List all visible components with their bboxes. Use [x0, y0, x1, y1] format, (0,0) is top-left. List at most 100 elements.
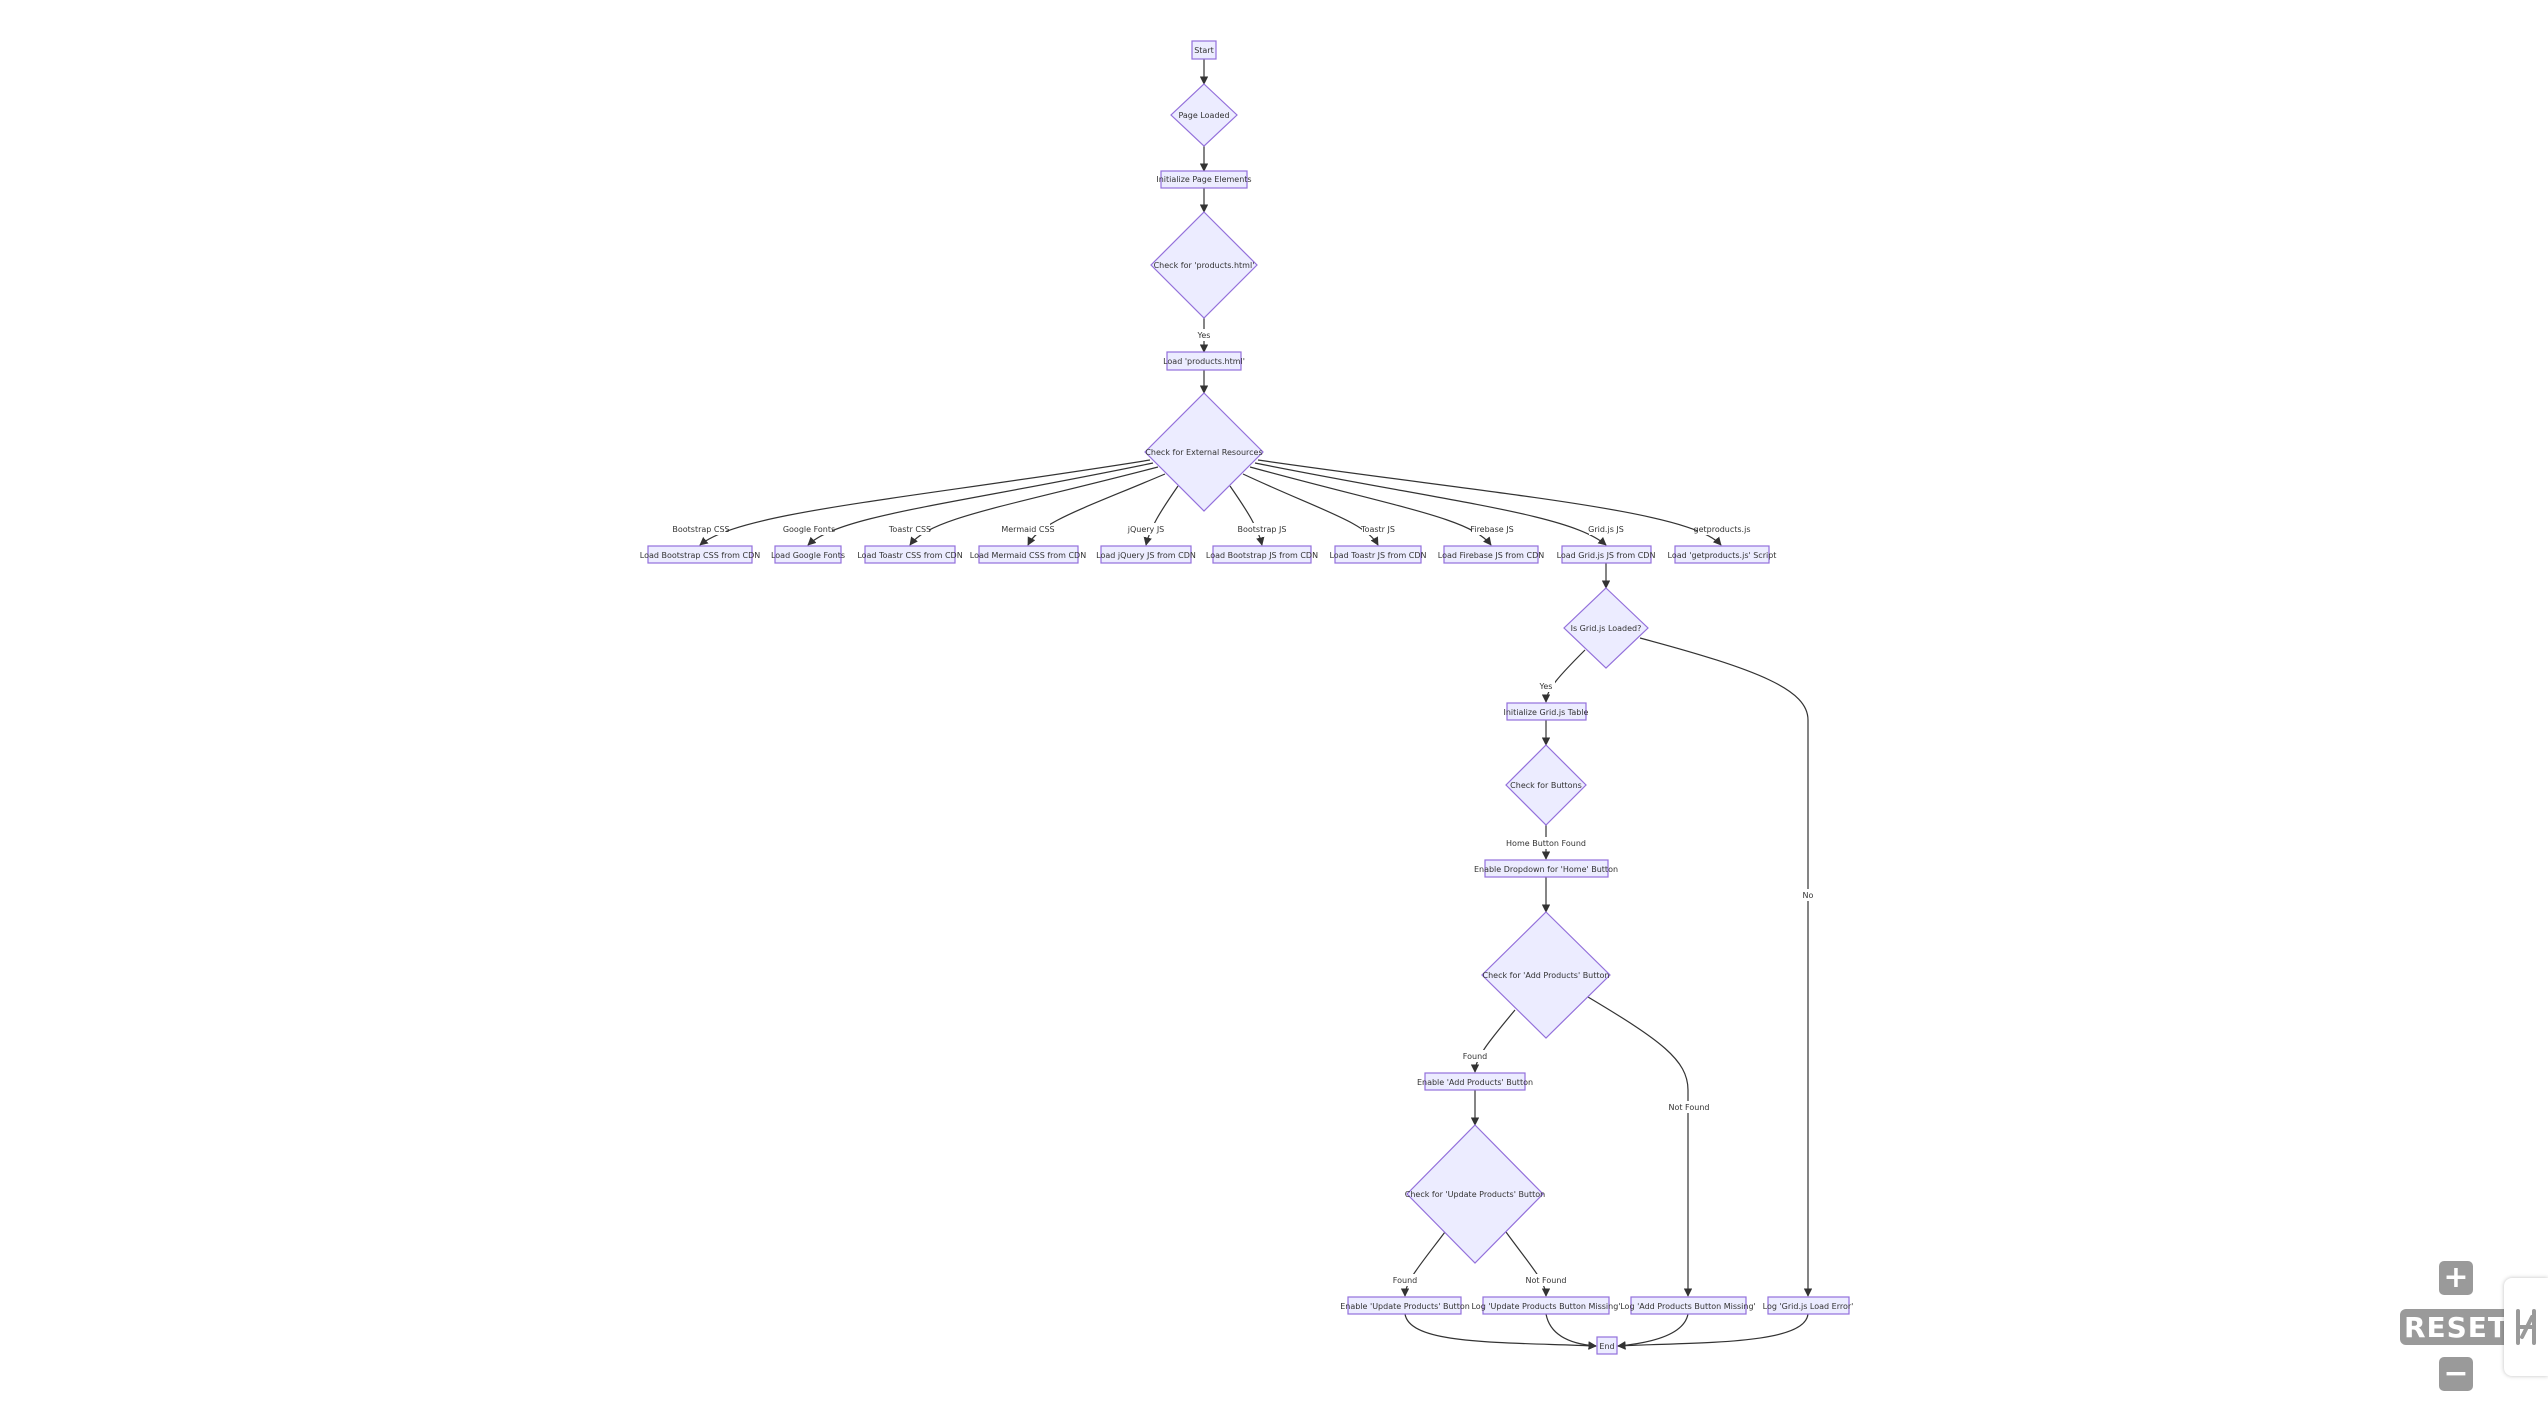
edge-ext-bootstrapjs: [1229, 485, 1265, 546]
svg-text:Load Bootstrap CSS from CDN: Load Bootstrap CSS from CDN: [640, 551, 760, 560]
svg-text:Page Loaded: Page Loaded: [1178, 111, 1229, 120]
node-enable-home-dropdown: Enable Dropdown for 'Home' Button: [1474, 859, 1618, 878]
node-start: Start: [1191, 40, 1217, 60]
svg-text:getproducts.js: getproducts.js: [1693, 525, 1750, 534]
side-panel-toggle[interactable]: [2504, 1278, 2548, 1376]
node-enable-add-products: Enable 'Add Products' Button: [1417, 1072, 1533, 1091]
node-log-add-missing: Log 'Add Products Button Missing': [1620, 1296, 1756, 1315]
svg-text:Enable Dropdown for 'Home' But: Enable Dropdown for 'Home' Button: [1474, 865, 1618, 874]
edge-labels: Yes Bootstrap CSS Google Fonts Toastr CS…: [672, 329, 1816, 1286]
edge-label-grid-js: Grid.js JS: [1588, 523, 1624, 535]
edge-ext-toastrcss: [909, 466, 1159, 546]
svg-text:Load 'products.html': Load 'products.html': [1163, 357, 1245, 366]
svg-text:Log 'Add Products Button Missi: Log 'Add Products Button Missing': [1620, 1302, 1756, 1311]
node-log-update-missing: Log 'Update Products Button Missing': [1471, 1296, 1621, 1315]
svg-text:Load Toastr CSS from CDN: Load Toastr CSS from CDN: [857, 551, 962, 560]
svg-text:Check for Buttons: Check for Buttons: [1510, 781, 1582, 790]
svg-text:Load 'getproducts.js' Script: Load 'getproducts.js' Script: [1668, 551, 1777, 560]
svg-text:Not Found: Not Found: [1669, 1103, 1710, 1112]
zoom-out-button[interactable]: −: [2439, 1357, 2473, 1391]
svg-text:Google Fonts: Google Fonts: [783, 525, 835, 534]
svg-text:Load Mermaid CSS from CDN: Load Mermaid CSS from CDN: [970, 551, 1086, 560]
edge-loggrid-end: [1617, 1313, 1809, 1350]
panel-toggle-icon: [2516, 1309, 2536, 1345]
svg-text:Bootstrap CSS: Bootstrap CSS: [672, 525, 729, 534]
edge-label-home-found: Home Button Found: [1506, 837, 1586, 849]
reset-label: RESET: [2403, 1310, 2509, 1344]
zoom-in-button[interactable]: +: [2439, 1261, 2473, 1295]
edge-label-firebase-js: Firebase JS: [1470, 523, 1514, 535]
svg-text:Not Found: Not Found: [1526, 1276, 1567, 1285]
edge-isgrid-initgrid: [1541, 649, 1586, 703]
svg-text:Check for 'products.html': Check for 'products.html': [1154, 261, 1255, 270]
node-check-products-html: Check for 'products.html': [1150, 211, 1258, 319]
svg-text:Yes: Yes: [1539, 682, 1553, 691]
svg-text:Load jQuery JS from CDN: Load jQuery JS from CDN: [1096, 551, 1196, 560]
node-is-grid-loaded: Is Grid.js Loaded?: [1563, 587, 1649, 669]
edge-ext-toastrjs: [1242, 473, 1379, 546]
minus-icon: −: [2443, 1356, 2469, 1391]
node-check-add-products: Check for 'Add Products' Button: [1481, 911, 1611, 1039]
edge-label-update-found: Found: [1393, 1274, 1417, 1286]
svg-text:Grid.js JS: Grid.js JS: [1588, 525, 1624, 534]
edge-ext-googlefonts: [807, 462, 1154, 546]
node-load-bootstrap-css: Load Bootstrap CSS from CDN: [640, 545, 760, 564]
node-load-mermaid-css: Load Mermaid CSS from CDN: [970, 545, 1086, 564]
edge-label-add-found: Found: [1463, 1050, 1487, 1062]
svg-text:Home Button Found: Home Button Found: [1506, 839, 1586, 848]
node-load-bootstrap-js: Load Bootstrap JS from CDN: [1206, 545, 1318, 564]
node-load-products-html: Load 'products.html': [1163, 351, 1245, 371]
svg-text:Mermaid CSS: Mermaid CSS: [1001, 525, 1054, 534]
reset-button[interactable]: RESET: [2400, 1309, 2512, 1345]
svg-text:Load Firebase JS from CDN: Load Firebase JS from CDN: [1438, 551, 1545, 560]
edge-checkadd-enableadd: [1470, 1009, 1516, 1073]
svg-text:Load Bootstrap JS from CDN: Load Bootstrap JS from CDN: [1206, 551, 1318, 560]
svg-text:Firebase JS: Firebase JS: [1470, 525, 1513, 534]
edge-checkadd-logaddmissing: [1587, 996, 1693, 1297]
node-load-google-fonts: Load Google Fonts: [771, 545, 845, 564]
svg-text:Check for 'Update Products' Bu: Check for 'Update Products' Button: [1405, 1190, 1546, 1199]
node-load-toastr-css: Load Toastr CSS from CDN: [857, 545, 963, 564]
svg-text:Toastr JS: Toastr JS: [1360, 525, 1395, 534]
node-load-getproducts: Load 'getproducts.js' Script: [1668, 545, 1777, 564]
edge-label-toastr-css: Toastr CSS: [888, 523, 931, 535]
node-check-update-products: Check for 'Update Products' Button: [1405, 1124, 1546, 1264]
node-check-external: Check for External Resources: [1144, 392, 1264, 512]
edge-label-no-grid: No: [1800, 889, 1816, 901]
edge-label-bootstrap-js: Bootstrap JS: [1238, 523, 1286, 535]
edge-ext-mermaidcss: [1027, 473, 1166, 546]
plus-icon: +: [2443, 1260, 2469, 1295]
edges: [699, 59, 1813, 1350]
svg-text:Initialize Page Elements: Initialize Page Elements: [1156, 175, 1251, 184]
svg-text:Initialize Grid.js Table: Initialize Grid.js Table: [1504, 708, 1589, 717]
edge-label-jquery-js: jQuery JS: [1127, 523, 1165, 535]
edge-ext-gridjs: [1254, 462, 1607, 546]
edge-label-bootstrap-css: Bootstrap CSS: [672, 523, 730, 535]
node-load-toastr-js: Load Toastr JS from CDN: [1329, 545, 1427, 564]
edge-label-yes-products: Yes: [1194, 329, 1214, 341]
node-load-gridjs: Load Grid.js JS from CDN: [1557, 545, 1655, 564]
edge-label-yes-grid: Yes: [1537, 680, 1555, 692]
node-log-grid-error: Log 'Grid.js Load Error': [1763, 1296, 1854, 1315]
node-load-jquery: Load jQuery JS from CDN: [1096, 545, 1196, 564]
edge-label-toastr-js: Toastr JS: [1360, 523, 1395, 535]
node-check-buttons: Check for Buttons: [1505, 744, 1587, 826]
svg-text:Found: Found: [1393, 1276, 1417, 1285]
svg-text:Load Toastr JS from CDN: Load Toastr JS from CDN: [1329, 551, 1426, 560]
edge-label-getproducts-js: getproducts.js: [1693, 523, 1751, 535]
svg-text:Found: Found: [1463, 1052, 1487, 1061]
svg-text:jQuery JS: jQuery JS: [1127, 525, 1165, 534]
edge-ext-jquery: [1143, 485, 1179, 546]
node-init-elements: Initialize Page Elements: [1156, 170, 1252, 189]
svg-text:Check for External Resources: Check for External Resources: [1145, 448, 1262, 457]
svg-text:Enable 'Add Products' Button: Enable 'Add Products' Button: [1417, 1078, 1533, 1087]
node-end: End: [1596, 1336, 1618, 1355]
edge-label-mermaid-css: Mermaid CSS: [1001, 523, 1055, 535]
svg-text:Is Grid.js Loaded?: Is Grid.js Loaded?: [1571, 624, 1642, 633]
edge-isgrid-loggriderror: [1639, 637, 1813, 1297]
svg-text:No: No: [1803, 891, 1814, 900]
edge-checkupdate-logupdatemissing: [1505, 1231, 1551, 1297]
svg-text:Log 'Grid.js Load Error': Log 'Grid.js Load Error': [1763, 1302, 1854, 1311]
edge-checkupdate-enableupdate: [1400, 1231, 1446, 1297]
